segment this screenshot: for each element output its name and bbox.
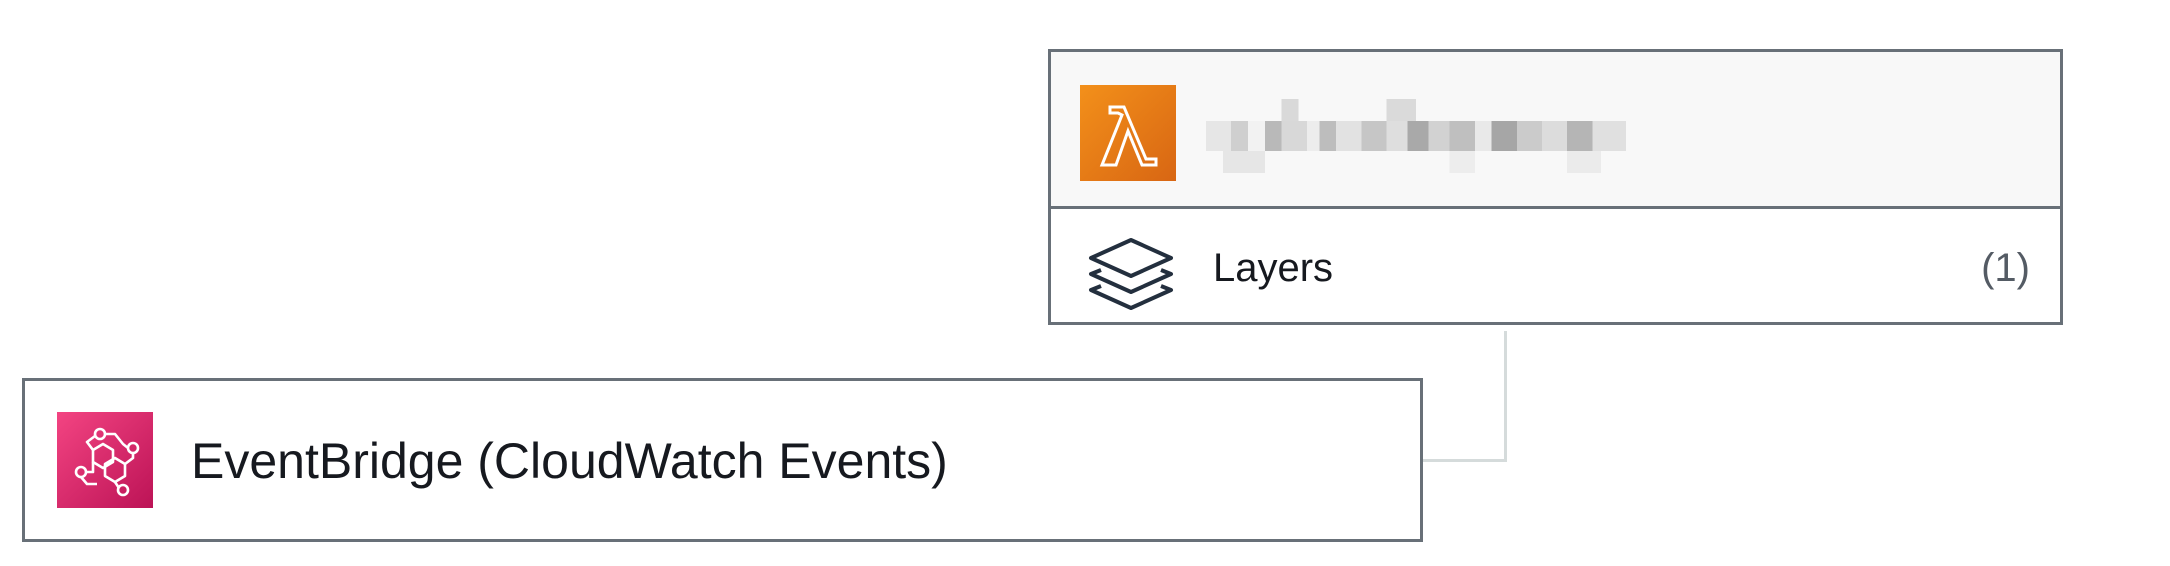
trigger-label: EventBridge (CloudWatch Events) — [191, 433, 948, 489]
layers-label: Layers — [1213, 246, 1334, 290]
function-name — [1206, 99, 1626, 173]
layers-row[interactable]: Layers (1) — [1051, 209, 2060, 322]
function-header[interactable] — [1051, 52, 2060, 209]
lambda-icon — [1080, 85, 1176, 181]
connector-line-horizontal — [1421, 459, 1507, 462]
trigger-card-eventbridge[interactable]: EventBridge (CloudWatch Events) — [22, 378, 1423, 542]
function-card: Layers (1) — [1048, 49, 2063, 325]
connector-line-vertical — [1504, 331, 1507, 462]
layers-icon — [1087, 236, 1175, 310]
layers-count: (1) — [1981, 246, 2030, 290]
eventbridge-icon — [57, 412, 153, 508]
